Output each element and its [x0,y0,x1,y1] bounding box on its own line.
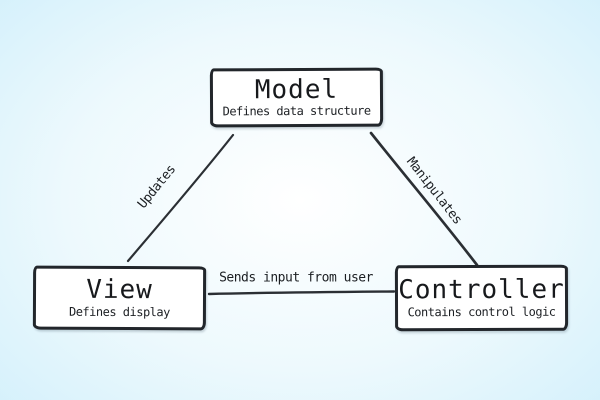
node-view-subtitle: Defines display [68,304,170,319]
edge-label-manipulates: Manipulates [403,154,465,228]
edge-label-updates: Updates [135,162,179,212]
edge-line-manipulates [369,131,479,267]
node-view-title: View [86,275,153,306]
edge-label-sends-input: Sends input from user [219,270,373,286]
node-controller-subtitle: Contains control logic [407,304,556,319]
node-controller-title: Controller [398,274,565,306]
node-view: View Defines display [32,265,207,331]
node-model: Model Defines data structure [209,67,384,128]
node-model-title: Model [254,74,339,105]
node-model-subtitle: Defines data structure [222,103,371,119]
edge-line-sends-input [207,290,396,296]
node-controller: Controller Contains control logic [394,264,569,332]
